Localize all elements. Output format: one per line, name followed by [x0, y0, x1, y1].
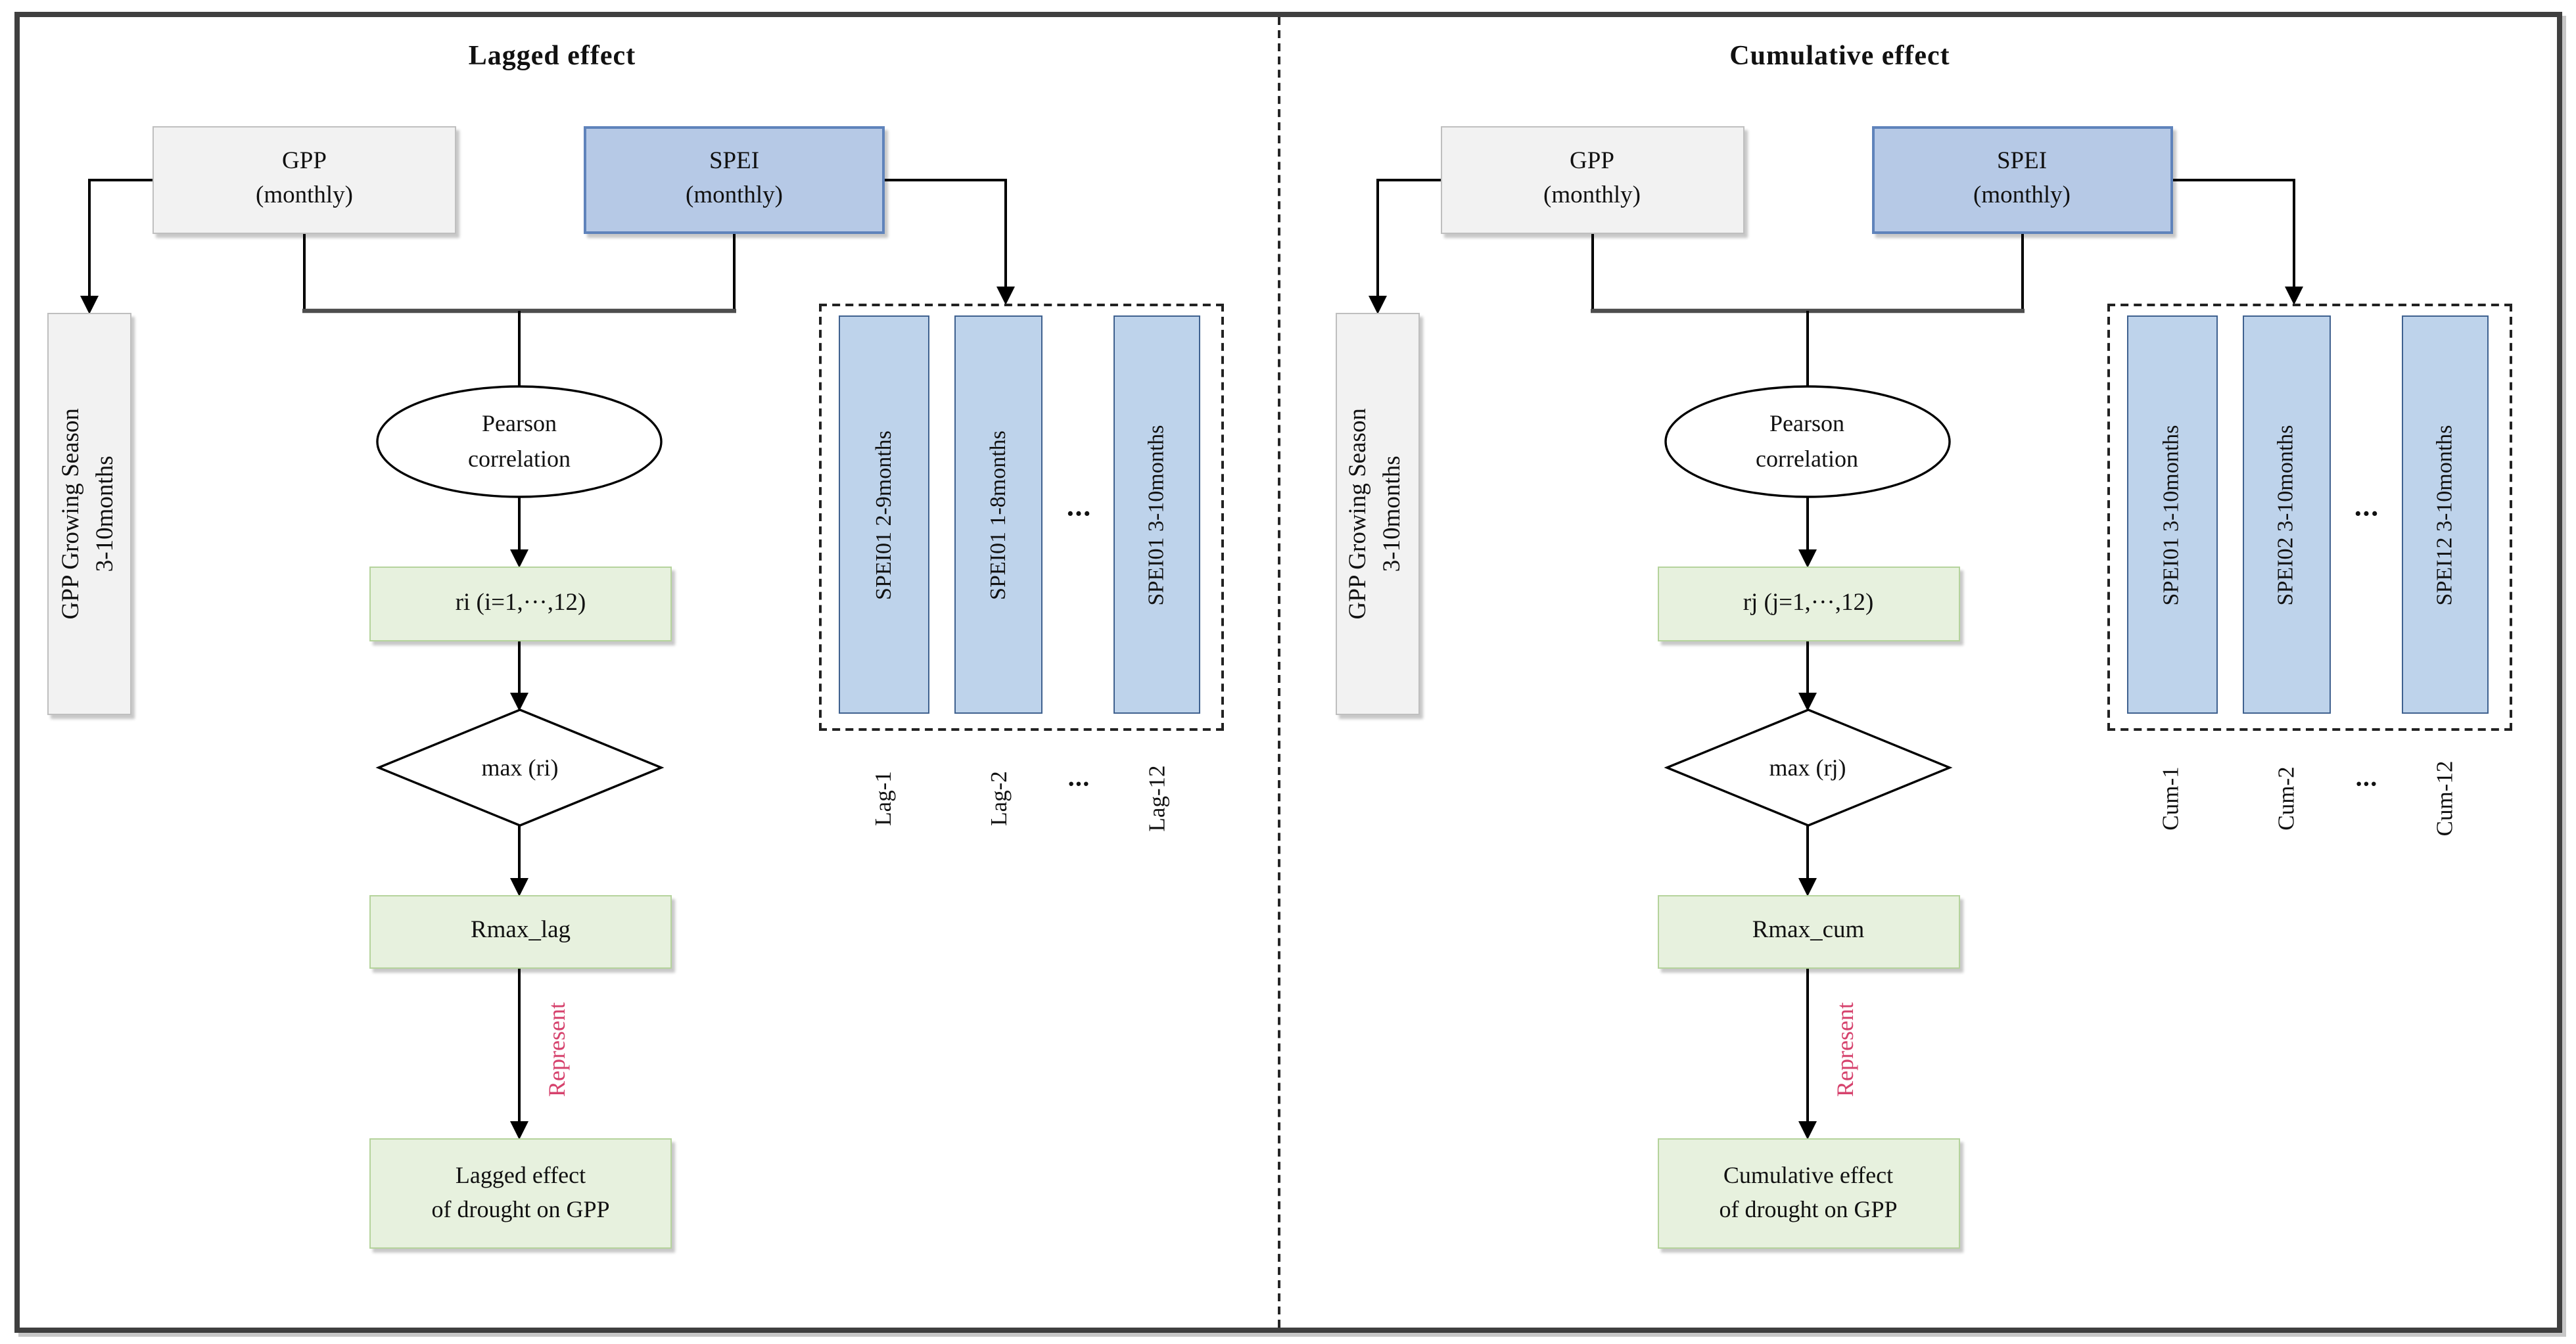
arrowhead-result [510, 1121, 528, 1140]
gpp-monthly-box: GPP (monthly) [152, 126, 456, 234]
spei-line2: (monthly) [686, 183, 783, 209]
result-box: Lagged effect of drought on GPP [369, 1138, 672, 1249]
arrowhead-growing [1368, 296, 1386, 314]
rmax-box: Rmax_cum [1657, 895, 1959, 969]
bars-ellipsis: ··· [1065, 497, 1092, 530]
pearson-line1: Pearson [1769, 410, 1844, 436]
pearson-line2: correlation [468, 446, 571, 472]
result-line1: Cumulative effect [1723, 1162, 1894, 1189]
spei-monthly-box: SPEI (monthly) [584, 126, 885, 234]
arrowhead-dashed [996, 287, 1015, 305]
gpp-line1: GPP [1570, 149, 1614, 175]
connector-spei-to-dashed [2172, 179, 2295, 288]
rmax-label: Rmax_cum [1752, 917, 1865, 944]
result-line2: of drought on GPP [1719, 1196, 1898, 1222]
spei-series-dashed-box [2107, 304, 2512, 731]
arrowhead-rmax [1798, 878, 1816, 896]
gpp-monthly-box: GPP (monthly) [1440, 126, 1744, 234]
gpp-growing-season-box: GPP Growing Season 3-10months [1335, 313, 1419, 715]
rmax-box: Rmax_lag [369, 895, 672, 969]
pearson-correlation-label: Pearson correlation [1665, 386, 1949, 497]
figure-border [14, 12, 2562, 1332]
max-r-label: max (rj) [1666, 710, 1949, 825]
max-diamond-shape [375, 708, 665, 827]
arrowhead-r [510, 549, 528, 568]
max-r-label: max (ri) [379, 710, 661, 825]
arrowhead-growing [80, 296, 99, 314]
panel-divider-dashed-line [1278, 17, 1280, 1327]
panel-cumulative-effect: Cumulative effect GPP (monthly) SPEI (mo… [1288, 0, 2576, 1343]
pearson-line1: Pearson [482, 410, 557, 436]
connector-lines [80, 179, 1015, 1140]
bar-labels-ellipsis: ··· [1066, 770, 1090, 799]
gpp-line1: GPP [282, 149, 327, 175]
spei-bar-2: SPEI02 3-10months [2242, 315, 2330, 714]
spei-line2: (monthly) [1973, 183, 2071, 209]
panel-lagged-effect: Lagged effect GPP (monthly) SPEI (monthl… [0, 0, 1288, 1343]
result-box: Cumulative effect of drought on GPP [1657, 1138, 1959, 1249]
result-line2: of drought on GPP [431, 1196, 610, 1222]
bar-labels-ellipsis: ··· [2354, 770, 2378, 799]
r-label: ri (i=1,···,12) [455, 590, 586, 616]
max-label-text: max (ri) [481, 754, 559, 780]
rmax-label: Rmax_lag [470, 917, 571, 944]
spei-line1: SPEI [709, 149, 760, 175]
r-coefficients-box: ri (i=1,···,12) [369, 567, 672, 641]
connector-gpp-to-growing [1376, 179, 1440, 297]
bars-ellipsis: ··· [2353, 497, 2379, 530]
r-coefficients-box: rj (j=1,···,12) [1657, 567, 1959, 641]
spei-bar-1: SPEI01 3-10months [2126, 315, 2217, 714]
spei-bar-2: SPEI01 1-8months [954, 315, 1042, 714]
spei-bar-1: SPEI01 2-9months [839, 315, 929, 714]
pearson-line2: correlation [1756, 446, 1858, 472]
max-diamond-shape [1663, 708, 1952, 827]
arrowhead-rmax [510, 878, 528, 896]
spei-line1: SPEI [1996, 149, 2048, 175]
spei-bar-3: SPEI12 3-10months [2401, 315, 2488, 714]
arrowhead-diamond [1798, 693, 1816, 711]
arrowhead-dashed [2284, 287, 2303, 305]
arrowhead-diamond [510, 693, 528, 711]
gpp-line2: (monthly) [256, 183, 353, 209]
gpp-line2: (monthly) [1543, 183, 1641, 209]
connector-lines [1368, 179, 2303, 1140]
spei-monthly-box: SPEI (monthly) [1871, 126, 2172, 234]
gpp-growing-season-box: GPP Growing Season 3-10months [47, 313, 131, 715]
spei-series-dashed-box [819, 304, 1224, 731]
connector-gpp-to-growing [88, 179, 152, 297]
r-label: rj (j=1,···,12) [1743, 590, 1874, 616]
panel-title: Lagged effect [468, 39, 636, 71]
connector-spei-to-dashed [885, 179, 1007, 288]
arrowhead-result [1798, 1121, 1816, 1140]
max-label-text: max (rj) [1769, 754, 1846, 780]
result-line1: Lagged effect [455, 1162, 586, 1189]
arrowhead-r [1798, 549, 1816, 568]
pearson-correlation-label: Pearson correlation [377, 386, 661, 497]
panel-title: Cumulative effect [1729, 39, 1950, 71]
spei-bar-3: SPEI01 3-10months [1113, 315, 1200, 714]
